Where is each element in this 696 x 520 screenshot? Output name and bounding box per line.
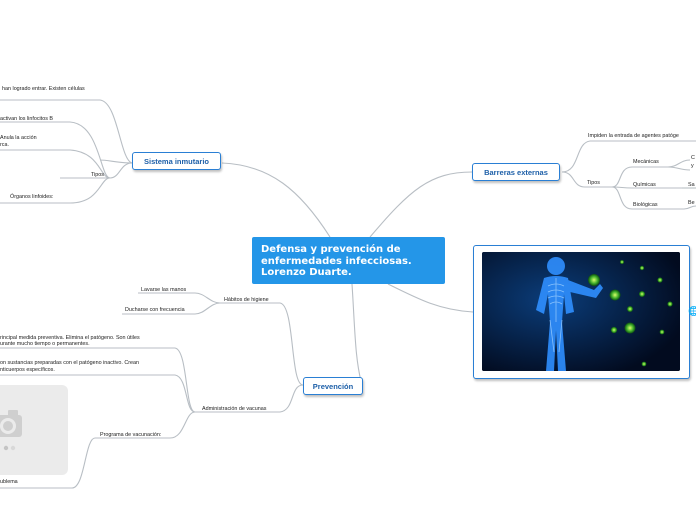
prevencion-vacunas[interactable]: Administración de vacunas	[202, 406, 267, 412]
prevencion-problema[interactable]: ublema	[0, 479, 18, 485]
globe-link-icon[interactable]: 🌐	[688, 306, 696, 316]
prevencion-vacuna-def-1[interactable]: rincipal medida preventiva. Elimina el p…	[0, 335, 140, 341]
central-topic[interactable]: Defensa y prevención de enfermedades inf…	[252, 237, 445, 284]
node-label: Barreras externas	[484, 167, 548, 177]
sistema-organos[interactable]: Órganos linfoides:	[10, 194, 54, 200]
barreras-mecanicas-child-b[interactable]: y	[691, 163, 694, 169]
sistema-item-anula-cont: rca.	[0, 142, 9, 148]
central-line-3: Lorenzo Duarte.	[261, 267, 352, 278]
prevencion-habitos[interactable]: Hábitos de higiene	[224, 297, 269, 303]
barreras-mecanicas[interactable]: Mecánicas	[633, 159, 659, 165]
barreras-impiden[interactable]: Impiden la entrada de agentes patóge	[588, 133, 679, 139]
barreras-biologicas-child[interactable]: Be	[688, 200, 695, 206]
barreras-tipos[interactable]: Tipos	[587, 180, 600, 186]
prevencion-programa[interactable]: Programa de vacunación:	[100, 432, 162, 438]
prevencion-vacuna-def-2: urante mucho tiempo o permanentes.	[0, 341, 90, 347]
prevencion-vacuna-tipo-2: nticuerpos específicos.	[0, 367, 55, 373]
sistema-item-anula[interactable]: Anula la acción	[0, 135, 37, 141]
node-sistema-inmutario[interactable]: Sistema inmutario	[132, 152, 221, 170]
sistema-item-celulas[interactable]: han logrado entrar. Existen células	[2, 86, 85, 92]
immune-body-image	[482, 252, 680, 371]
central-line-2: enfermedades infecciosas.	[261, 255, 412, 267]
barreras-mecanicas-child-a[interactable]: C	[691, 155, 695, 161]
prevencion-lavarse[interactable]: Lavarse las manos	[141, 287, 187, 293]
prevencion-vacuna-tipo-1[interactable]: on sustancias preparadas con el patógeno…	[0, 360, 140, 366]
node-label: Prevención	[312, 381, 354, 391]
barreras-biologicas[interactable]: Biológicas	[633, 202, 658, 208]
node-label: Sistema inmutario	[143, 156, 210, 166]
barreras-quimicas[interactable]: Químicas	[633, 182, 656, 188]
sistema-item-linfocitos[interactable]: activan los linfocitos B	[0, 116, 54, 122]
camera-icon	[0, 410, 22, 451]
node-barreras-externas[interactable]: Barreras externas	[472, 163, 560, 181]
image-topic[interactable]	[473, 245, 690, 379]
sistema-tipos[interactable]: Tipos	[91, 172, 104, 178]
image-placeholder[interactable]	[0, 385, 68, 475]
node-prevencion[interactable]: Prevención	[303, 377, 363, 395]
barreras-quimicas-child[interactable]: Sa	[688, 182, 695, 188]
central-line-1: Defensa y prevención de	[261, 244, 401, 255]
prevencion-ducharse[interactable]: Ducharse con frecuencia	[125, 307, 185, 313]
